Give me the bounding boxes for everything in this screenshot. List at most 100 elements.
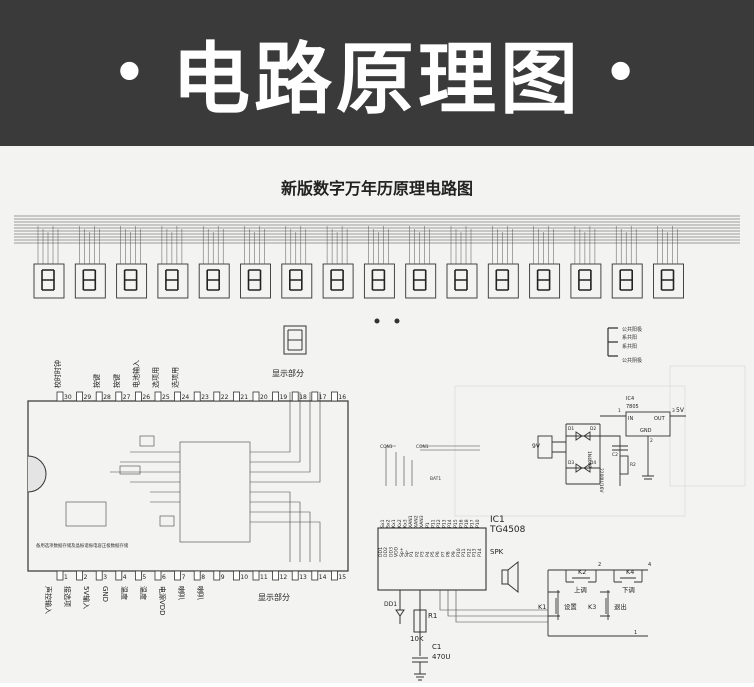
digit-display xyxy=(116,226,148,299)
chip-pin-top xyxy=(291,391,299,402)
digit-display xyxy=(363,226,395,299)
switch-k3-label: 退出 xyxy=(614,602,627,611)
ic4-pin-in: IN xyxy=(628,416,633,422)
ic1-pin-bottom: P12 xyxy=(466,548,472,557)
switch-block: K2 上调 K4 下调 K1 设置 K3 退出 2 4 1 xyxy=(538,562,651,637)
chip-pin-bottom xyxy=(232,570,240,581)
ic1-pin-top: Sx2 xyxy=(386,519,392,528)
chip-pin-number-bottom: 8 xyxy=(201,574,205,581)
digit-display xyxy=(446,226,478,299)
ic1-pin-bottom: P5 xyxy=(430,551,436,557)
chip-pin-number-bottom: 4 xyxy=(123,574,127,581)
chip-pin-bottom xyxy=(174,570,182,581)
legend-label-4: 公共阴极 xyxy=(622,357,642,364)
chip-pin-number-bottom: 6 xyxy=(162,574,166,581)
ic1-pin-bottom: P14 xyxy=(477,548,483,557)
chip-pin-top xyxy=(115,391,123,402)
chip-pin-top xyxy=(330,391,338,402)
con1-label-a: CON1 xyxy=(380,444,393,450)
chip-pin-number-bottom: 3 xyxy=(103,574,107,581)
chip-pin-bottom xyxy=(56,570,64,581)
digit-display xyxy=(74,226,106,299)
ic1-pin-bottom: P9 xyxy=(451,551,457,557)
ic1-pin-bottom: P8 xyxy=(446,551,452,557)
ic4-pin1: 1 xyxy=(618,408,621,414)
ic1-pin-top: P10 xyxy=(475,519,481,528)
digit-display xyxy=(33,226,65,299)
r1-c1-network: DD1 R1 10K C1 470U xyxy=(384,590,450,681)
speaker-icon: SPK xyxy=(490,548,519,594)
chip-pin-number-top: 17 xyxy=(319,394,327,401)
chip-pin-number-bottom: 9 xyxy=(221,574,225,581)
ic4-pin-gnd: GND xyxy=(640,428,652,434)
c2-label: C2 xyxy=(612,452,618,458)
chip-pin-number-bottom: 14 xyxy=(319,574,327,581)
header-banner: • 电路原理图 • xyxy=(0,0,754,146)
chip-pin-bottom xyxy=(291,570,299,581)
ic1-pin-bottom: P4 xyxy=(425,551,431,557)
c1-value: 470U xyxy=(432,653,450,661)
chip-pin-label-bottom: 接选项 xyxy=(63,586,72,607)
display-section-label-top: 显示部分 xyxy=(272,368,304,378)
chip-pin-bottom xyxy=(272,570,280,581)
digit-display xyxy=(157,226,189,299)
chip-pin-top xyxy=(311,391,319,402)
chip-pin-bottom xyxy=(252,570,260,581)
chip-pin-label-bottom: 声控输入 xyxy=(44,586,53,614)
ic1-pin-top: Kx3 xyxy=(402,519,408,528)
switch-pin-4: 4 xyxy=(648,562,651,568)
chip-note: 备用选项数据存储及晶振谐振电容正极数据存储 xyxy=(36,542,129,549)
legend-label-2: 系共阳 xyxy=(622,334,637,341)
chip-pin-label-top: 按键 xyxy=(92,374,101,388)
chip-pin-number-top: 25 xyxy=(162,394,170,401)
ic1-pin-top: P1 xyxy=(425,522,431,528)
chip-pin-label-bottom: 电源VDD xyxy=(158,586,167,616)
chip-pin-number-top: 23 xyxy=(201,394,209,401)
chip-pin-top xyxy=(154,391,162,402)
seconds-digit xyxy=(283,325,307,355)
chip-pin-top xyxy=(272,391,280,402)
ic1-pin-bottom: VDD xyxy=(394,546,400,557)
chip-pin-top xyxy=(134,391,142,402)
r1-label: R1 xyxy=(428,612,437,620)
bat1-label: BAT1 xyxy=(430,476,441,482)
chip-pin-label-top: 校时时钟 xyxy=(53,360,62,388)
output-5v-label: 5V xyxy=(676,407,685,414)
ic4-part: 7805 xyxy=(626,404,639,410)
ic1-pin-top: P15 xyxy=(453,519,459,528)
legend-label-1: 公共阳极 xyxy=(622,326,642,333)
ic1-pin-bottom: P11 xyxy=(461,548,467,557)
chip-pin-number-top: 27 xyxy=(123,394,131,401)
dd1-label: DD1 xyxy=(384,601,397,608)
ic1-pin-bottom: P6 xyxy=(435,551,441,557)
title-text: 电路原理图 xyxy=(171,34,582,125)
segment-legend: 公共阳极 系共阳 系共阳 公共阴极 xyxy=(607,326,642,364)
ic1-pin-bottom: P2 xyxy=(414,551,420,557)
digit-display xyxy=(405,226,437,299)
ic1-pin-top: P12 xyxy=(436,519,442,528)
switch-k1-id: K1 xyxy=(538,603,546,611)
digit-display xyxy=(322,226,354,299)
display-section-label-bottom: 显示部分 xyxy=(258,592,290,602)
switch-pin-1: 1 xyxy=(634,630,637,636)
chip-pin-number-top: 20 xyxy=(260,394,268,401)
digit-display xyxy=(281,226,313,299)
chip-pin-number-top: 19 xyxy=(280,394,288,401)
chip-pin-number-bottom: 15 xyxy=(338,574,346,581)
chip-pin-label-top: 电池输入 xyxy=(131,360,140,388)
chip-pin-label-bottom: 喇叭 xyxy=(177,586,186,600)
switch-k4-label: 下调 xyxy=(622,585,635,594)
chip-pin-top xyxy=(252,391,260,402)
chip-pin-label-top: 选项用 xyxy=(171,367,180,388)
ic1-pin-top: P13 xyxy=(442,519,448,528)
title-bullet-right: • xyxy=(604,42,642,103)
switch-k2-label: 上调 xyxy=(574,585,587,594)
con1-label-b: CON1 xyxy=(416,444,429,450)
ic1-pin-bottom: Sp+ xyxy=(399,547,405,557)
power-supply: 9V D1 D2 D3 D4 1N4007 C2 2200U/16V R2 IC… xyxy=(532,396,686,492)
chip-pin-number-top: 29 xyxy=(84,394,92,401)
title-bullet-left: • xyxy=(112,42,150,103)
chip-pin-top xyxy=(174,391,182,402)
